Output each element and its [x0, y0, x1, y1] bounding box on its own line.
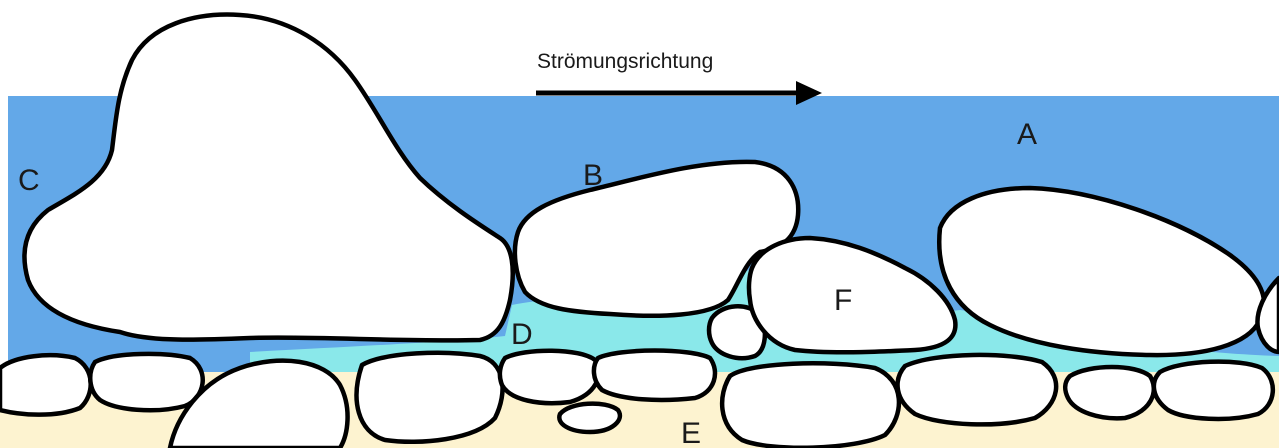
gravel-stone: [500, 351, 599, 403]
gravel-stone: [594, 351, 715, 400]
gravel-stone: [898, 355, 1057, 424]
gravel-stone: [559, 404, 620, 432]
flow-direction-label: Strömungsrichtung: [537, 50, 713, 73]
label-d: D: [511, 318, 533, 351]
label-e: E: [681, 417, 701, 448]
gravel-stone: [90, 354, 202, 410]
label-f: F: [834, 284, 852, 317]
gravel-stone: [1154, 362, 1273, 419]
label-a: A: [1017, 118, 1037, 151]
gravel-stone: [0, 355, 91, 414]
gravel-stone: [1065, 367, 1154, 418]
gravel-stone: [357, 353, 503, 442]
label-c: C: [18, 164, 40, 197]
gravel-stone: [722, 363, 899, 447]
label-b: B: [583, 159, 603, 192]
